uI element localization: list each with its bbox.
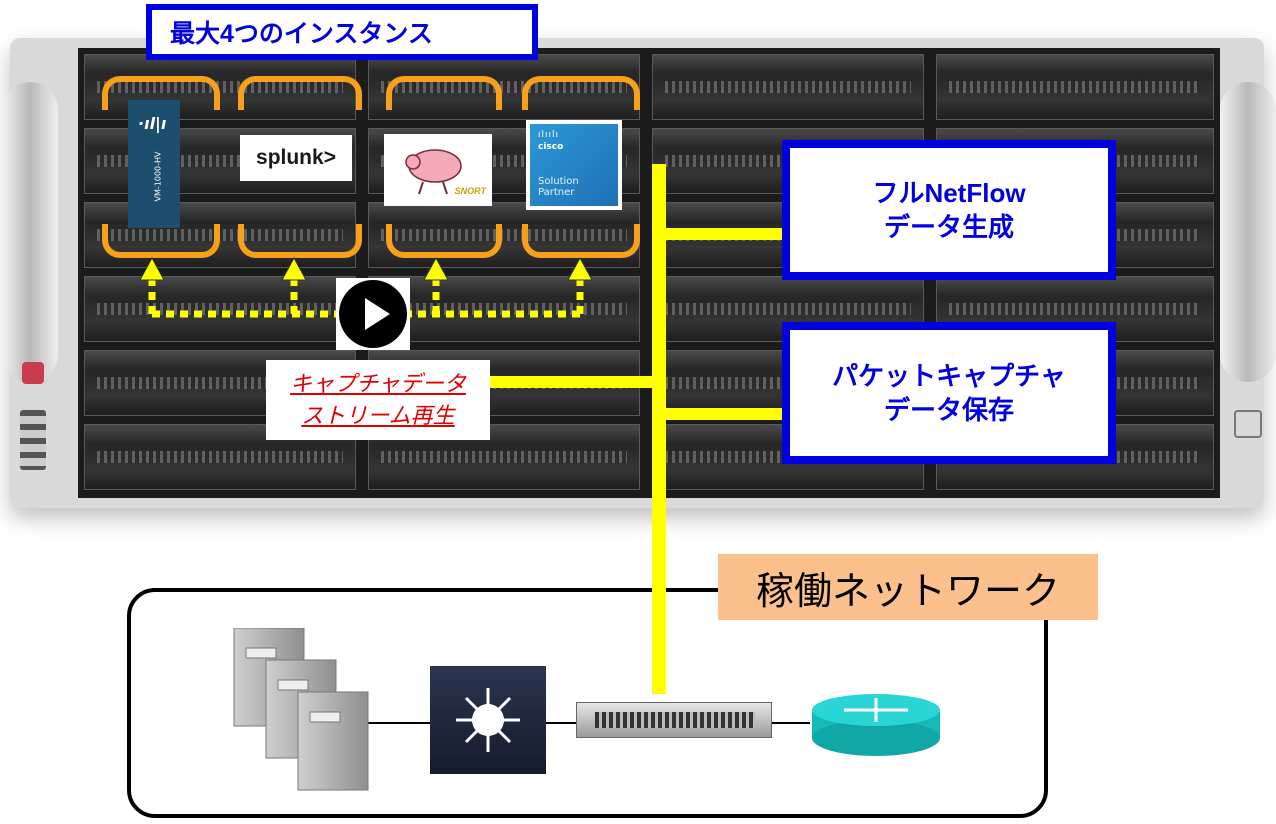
- front-panel-ports: [20, 410, 46, 470]
- power-led-icon: [22, 362, 44, 384]
- netflow-link-line: [652, 228, 788, 240]
- capture-replay-line2: ストリーム再生: [301, 403, 455, 428]
- router-icon: [808, 692, 944, 758]
- capture-replay-line1: キャプチャデータ: [290, 371, 466, 396]
- production-network-text: 稼働ネットワーク: [755, 570, 1060, 613]
- usb-port-icon: [1234, 410, 1262, 438]
- replay-link-line: [490, 376, 660, 388]
- right-handle: [1220, 82, 1276, 382]
- cisco-solution-partner-logo: ılıılı cisco Solution Partner: [526, 120, 622, 210]
- snort-pig-icon: [405, 149, 462, 195]
- instance-bracket-top-2: [238, 76, 362, 110]
- netflow-line1: フルNetFlow: [872, 178, 1026, 208]
- splunk-label: splunk>: [256, 146, 336, 169]
- netflow-line2: データ生成: [883, 212, 1014, 242]
- play-icon: [336, 278, 410, 350]
- netflow-box: フルNetFlow データ生成: [782, 140, 1116, 280]
- server-stack-icon: [232, 627, 372, 794]
- tap-link-line: [652, 588, 666, 694]
- main-link-line: [652, 164, 666, 694]
- max-instances-label: 最大4つのインスタンス: [170, 20, 433, 48]
- production-network-label: 稼働ネットワーク: [718, 554, 1098, 620]
- core-switch-icon: [430, 666, 546, 774]
- appliance-icon: ·ıl|ı VM-1000-HV: [128, 100, 180, 228]
- splunk-logo: splunk>: [240, 135, 352, 181]
- instance-bracket-top-1: [102, 76, 220, 110]
- snort-label: SNORT: [454, 186, 486, 196]
- instance-bracket-top-3: [386, 76, 502, 110]
- capture-replay-label: キャプチャデータ ストリーム再生: [266, 360, 490, 440]
- instance-bracket-bottom-4: [522, 224, 640, 258]
- tap-appliance-icon: [576, 702, 772, 738]
- solution-partner-label: Solution Partner: [538, 176, 579, 198]
- snort-pig-logo: SNORT: [384, 134, 492, 206]
- packet-capture-line1: パケットキャプチャ: [832, 361, 1066, 391]
- capture-link-line: [652, 408, 788, 420]
- packet-capture-box: パケットキャプチャ データ保存: [782, 322, 1116, 464]
- instance-bracket-bottom-3: [386, 224, 502, 258]
- cisco-brand-label: cisco: [538, 142, 564, 152]
- packet-capture-line2: データ保存: [883, 395, 1014, 425]
- instance-bracket-top-4: [522, 76, 640, 110]
- instance-bracket-bottom-1: [102, 224, 220, 258]
- left-handle: [2, 82, 58, 382]
- instance-bracket-bottom-2: [238, 224, 362, 258]
- max-instances-title: 最大4つのインスタンス: [146, 4, 538, 60]
